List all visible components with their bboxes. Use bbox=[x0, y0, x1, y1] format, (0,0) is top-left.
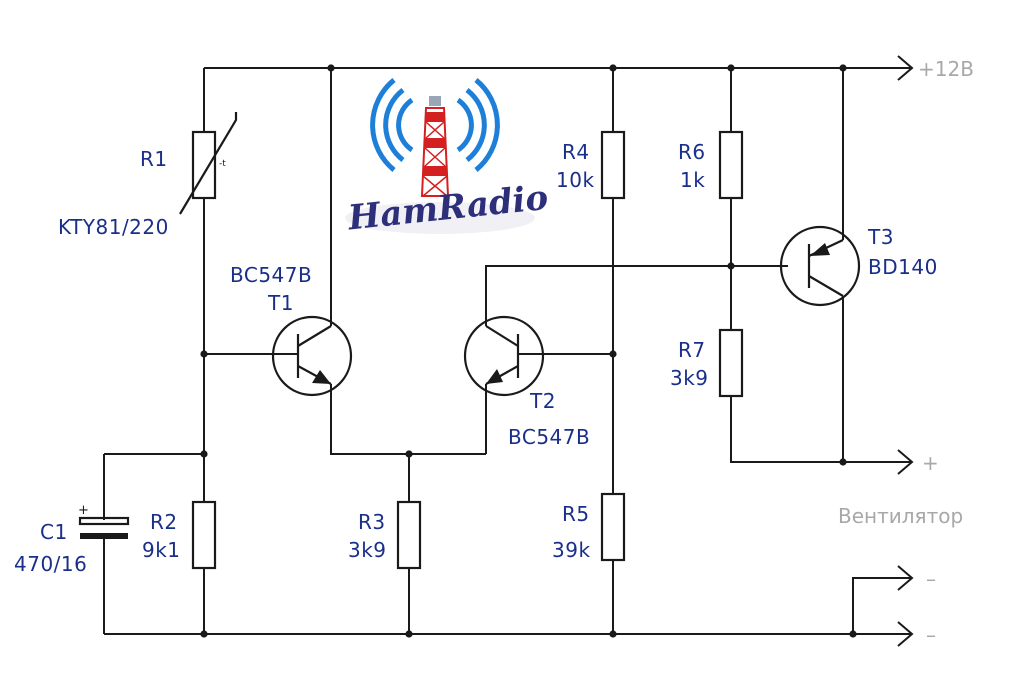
r1-name-label: R1 bbox=[140, 147, 168, 171]
terminal-arrow-supply bbox=[897, 55, 914, 81]
junction-dots bbox=[200, 64, 857, 638]
resistor-r1 bbox=[179, 112, 238, 215]
wires bbox=[103, 67, 912, 635]
transistor-t2 bbox=[463, 315, 545, 397]
r7-name-label: R7 bbox=[678, 338, 706, 362]
transistor-t1 bbox=[271, 315, 353, 397]
resistor-r5 bbox=[600, 492, 626, 562]
wave-icon bbox=[370, 78, 396, 172]
t2-name-label: T2 bbox=[529, 389, 556, 413]
terminal-arrow-minus-1 bbox=[897, 565, 914, 591]
c1-name-label: C1 bbox=[40, 520, 68, 544]
wave-icon bbox=[396, 97, 414, 153]
t1-type-label: BC547B bbox=[230, 263, 312, 287]
minus-terminal-label-1: – bbox=[926, 567, 936, 591]
component-labels: R1 KTY81/220 -t BC547B T1 T2 BC547B T3 B… bbox=[14, 140, 938, 576]
wave-icon bbox=[383, 88, 405, 162]
resistor-r2 bbox=[191, 500, 217, 570]
r6-value-label: 1k bbox=[680, 168, 705, 192]
terminal-arrows bbox=[897, 55, 914, 647]
hamradio-logo: HamRadio bbox=[345, 78, 550, 239]
r6-name-label: R6 bbox=[678, 140, 706, 164]
terminal-labels: +12В + Вентилятор – – bbox=[838, 57, 974, 647]
wave-icon bbox=[465, 88, 487, 162]
t3-type-label: BD140 bbox=[868, 255, 938, 279]
transistor-t3 bbox=[779, 225, 861, 307]
r1-temperature-symbol: -t bbox=[219, 159, 226, 169]
resistor-r3 bbox=[396, 500, 422, 570]
t3-name-label: T3 bbox=[867, 225, 894, 249]
resistor-r4 bbox=[600, 130, 626, 200]
r2-name-label: R2 bbox=[150, 510, 178, 534]
fan-plus-terminal-label: + bbox=[922, 451, 939, 475]
r4-name-label: R4 bbox=[562, 140, 590, 164]
r3-value-label: 3k9 bbox=[348, 538, 387, 562]
r5-name-label: R5 bbox=[562, 502, 590, 526]
resistor-r6 bbox=[718, 130, 744, 200]
r5-value-label: 39k bbox=[552, 538, 591, 562]
wave-icon bbox=[456, 97, 474, 153]
terminal-arrow-minus-2 bbox=[897, 621, 914, 647]
t1-name-label: T1 bbox=[267, 291, 294, 315]
fan-label: Вентилятор bbox=[838, 504, 963, 528]
supply-terminal-label: +12В bbox=[918, 57, 974, 81]
r3-name-label: R3 bbox=[358, 510, 386, 534]
minus-terminal-label-2: – bbox=[926, 623, 936, 647]
resistor-r7 bbox=[718, 328, 744, 398]
r4-value-label: 10k bbox=[556, 168, 595, 192]
c1-value-label: 470/16 bbox=[14, 552, 87, 576]
r2-value-label: 9k1 bbox=[142, 538, 181, 562]
terminal-arrow-fan-plus bbox=[897, 449, 914, 475]
tower-icon bbox=[420, 96, 450, 197]
capacitor-c1 bbox=[78, 516, 130, 539]
wave-icon bbox=[474, 78, 500, 172]
r7-value-label: 3k9 bbox=[670, 366, 709, 390]
c1-polarity-mark: + bbox=[78, 503, 89, 518]
t2-type-label: BC547B bbox=[508, 425, 590, 449]
r1-value-label: KTY81/220 bbox=[58, 215, 169, 239]
